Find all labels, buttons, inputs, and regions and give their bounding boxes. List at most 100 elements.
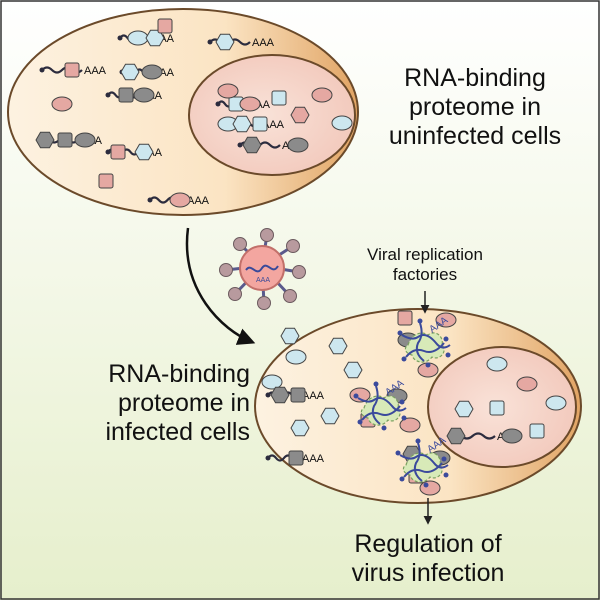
oval-protein <box>435 312 457 328</box>
viral-rna <box>245 264 279 273</box>
factories-label-line-1: Viral replication <box>367 245 483 264</box>
infected-proteome-label: RNA-binding proteome in infected cells <box>30 360 250 446</box>
viral-rna-strand <box>399 454 449 469</box>
rna-end <box>401 356 407 362</box>
polyA-tail: AAA <box>252 37 275 49</box>
oval-protein <box>311 87 333 103</box>
square-protein <box>288 450 304 466</box>
rna-end <box>395 450 401 456</box>
square-protein <box>252 116 268 132</box>
mrna: AAA <box>105 87 163 103</box>
mrna: AAA <box>117 29 175 47</box>
rna-end <box>445 352 451 358</box>
replication-factory: AAA <box>353 378 407 431</box>
rna-end <box>399 399 405 405</box>
oval-protein <box>501 428 523 444</box>
square-protein <box>157 18 173 34</box>
hexagon-protein <box>290 419 310 437</box>
hexagon-protein <box>134 143 154 161</box>
oval-protein <box>169 192 191 208</box>
rna-end <box>443 472 449 478</box>
rna-end <box>397 330 403 336</box>
oval-protein <box>331 115 353 131</box>
hexagon-protein <box>120 63 140 81</box>
oval-protein <box>486 356 508 372</box>
oval-protein <box>287 137 309 153</box>
rna-end <box>417 318 423 324</box>
hexagon-protein <box>320 407 340 425</box>
viral-rna-strand <box>371 385 381 425</box>
square-protein <box>118 87 134 103</box>
oval-protein <box>419 480 441 496</box>
viral-rna-strand <box>405 342 445 358</box>
square-protein <box>529 423 545 439</box>
oval-protein <box>217 83 239 99</box>
rna-end <box>441 456 447 462</box>
rna-end <box>353 393 359 399</box>
polyA-tail: AAA <box>187 195 210 207</box>
rna-end <box>425 362 431 368</box>
mrna: AAA <box>105 143 163 161</box>
regulation-label: Regulation of virus infection <box>318 530 538 588</box>
viral-polyA-label: AAA <box>256 277 270 284</box>
square-protein <box>271 90 287 106</box>
viral-rna-strand <box>413 442 423 482</box>
uninfected-nucleus <box>188 54 356 176</box>
infected-label-line-2: proteome in <box>117 388 250 417</box>
rna-end <box>423 482 429 488</box>
oval-protein <box>74 132 96 148</box>
rna-end <box>373 381 379 387</box>
oval-protein <box>261 374 283 390</box>
viral-rna-strand <box>415 322 425 362</box>
rna-end <box>399 476 405 482</box>
hexagon-protein <box>270 386 290 404</box>
polyA-tail: AAA <box>302 390 325 402</box>
oval-protein <box>399 417 421 433</box>
square-protein <box>110 144 126 160</box>
infected-label-line-1: RNA-binding <box>108 360 250 388</box>
square-protein <box>489 400 505 416</box>
mrna: AAA <box>39 62 107 78</box>
oval-protein <box>133 87 155 103</box>
oval-protein <box>51 96 73 112</box>
hexagon-protein <box>328 337 348 355</box>
polyA-tail: AAA <box>302 453 325 465</box>
factories-label: Viral replication factories <box>335 245 515 284</box>
rna-end <box>381 425 387 431</box>
square-protein <box>290 387 306 403</box>
mrna: AAA <box>207 33 275 51</box>
factories-label-line-2: factories <box>392 264 458 284</box>
oval-protein <box>349 387 371 403</box>
polyA-tail: AAA <box>262 119 285 131</box>
hexagon-protein <box>280 327 300 345</box>
hexagon-protein <box>290 106 310 124</box>
polyA-tail: AAA <box>84 65 107 77</box>
viral-rna-strand <box>361 405 401 421</box>
rna-end <box>415 438 421 444</box>
viral-rna-strand <box>357 397 407 412</box>
hexagon-protein <box>242 136 262 154</box>
oval-protein <box>285 349 307 365</box>
infected-label-line-3: infected cells <box>105 417 250 446</box>
hexagon-protein <box>35 131 55 149</box>
hexagon-protein <box>454 400 474 418</box>
mrna: AAA <box>147 192 210 208</box>
rna-end <box>357 419 363 425</box>
viral-rna-strand <box>401 334 451 349</box>
square-protein <box>64 62 80 78</box>
uninfected-label-line-3: uninfected cells <box>388 121 562 150</box>
uninfected-proteome-label: RNA-binding proteome in uninfected cells <box>360 64 590 150</box>
mrna: AAA <box>119 63 175 81</box>
uninfected-label-line-1: RNA-binding <box>404 64 546 92</box>
hexagon-protein <box>446 427 466 445</box>
mrna: AAA <box>35 131 103 149</box>
oval-protein <box>239 96 261 112</box>
mrna: AAA <box>237 136 309 154</box>
mrna: AAA <box>265 386 325 404</box>
square-protein <box>98 173 114 189</box>
regulation-label-line-2: virus infection <box>351 558 505 587</box>
oval-protein <box>516 376 538 392</box>
